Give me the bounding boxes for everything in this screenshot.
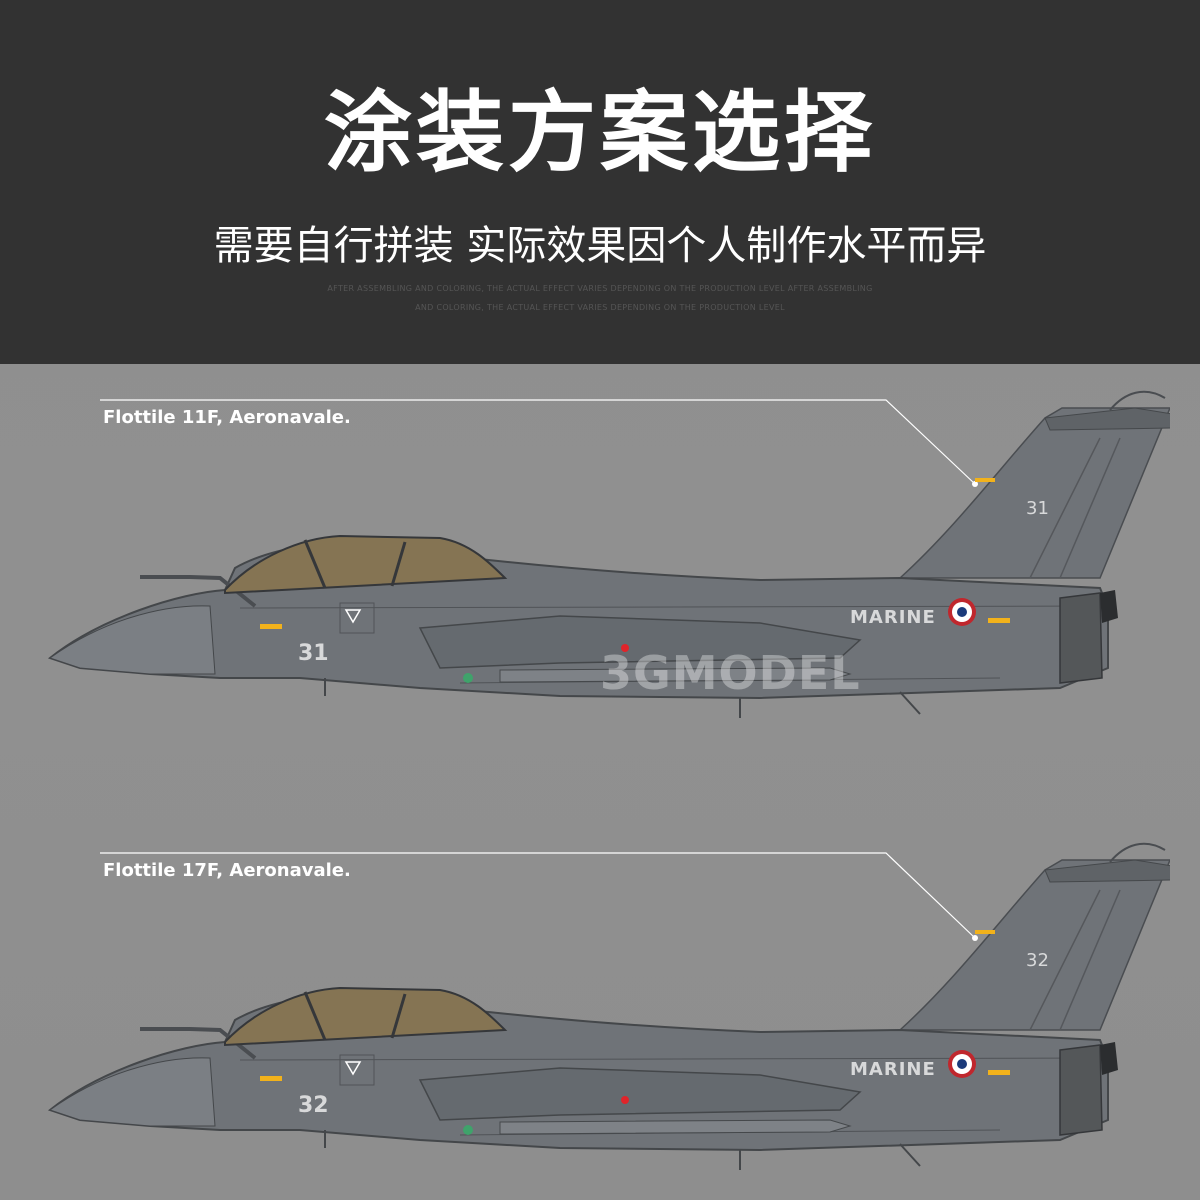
nose-number: 31 <box>298 641 329 666</box>
fin-top-antenna <box>1109 390 1166 411</box>
leader-dot-scheme-1 <box>972 481 978 487</box>
nose-cone <box>48 1057 216 1127</box>
fin-top-antenna <box>1109 842 1166 863</box>
header-banner: 涂装方案选择 需要自行拼装 实际效果因个人制作水平而异 AFTER ASSEMB… <box>0 0 1200 364</box>
aircraft-profile-scheme-2: 32 32 MARINE <box>47 842 1170 1170</box>
missile <box>499 1119 852 1135</box>
tail-stencil-yellow <box>988 1070 1010 1075</box>
canopy <box>224 986 508 1047</box>
missile <box>499 667 852 683</box>
leader-line-scheme-1 <box>100 399 976 485</box>
fin-stencil-yellow <box>975 930 995 934</box>
nose-cone <box>48 605 216 675</box>
tail-fin <box>898 859 1170 1031</box>
nose-stencil-yellow <box>260 1076 282 1081</box>
watermark: 3GMODEL <box>600 646 861 700</box>
air-intake <box>418 1067 862 1121</box>
fine-print-line-2: AND COLORING, THE ACTUAL EFFECT VARIES D… <box>415 303 785 312</box>
fin-cap <box>1044 407 1170 431</box>
engine-nozzle <box>1059 592 1103 684</box>
page-title: 涂装方案选择 <box>323 81 876 184</box>
nose-stencil-yellow <box>260 624 282 629</box>
scheme-label-1: Flottile 11F, Aeronavale. <box>103 407 351 428</box>
page-subtitle: 需要自行拼装 实际效果因个人制作水平而异 <box>213 223 987 269</box>
marine-marking: MARINE <box>850 607 936 628</box>
leader-dot-scheme-2 <box>972 935 978 941</box>
fine-print-line-1: AFTER ASSEMBLING AND COLORING, THE ACTUA… <box>327 284 873 293</box>
scheme-label-2: Flottile 17F, Aeronavale. <box>103 860 351 881</box>
leader-line-scheme-2 <box>100 852 976 939</box>
fin-stencil-yellow <box>975 478 995 482</box>
roundel-icon <box>948 598 976 626</box>
tail-number: 32 <box>1026 950 1049 971</box>
air-intake <box>418 615 862 669</box>
tail-number: 31 <box>1026 498 1049 519</box>
nose-number: 32 <box>298 1093 329 1118</box>
canopy <box>224 534 508 595</box>
tail-fin <box>898 407 1170 579</box>
engine-nozzle <box>1059 1044 1103 1136</box>
marine-marking: MARINE <box>850 1059 936 1080</box>
aircraft-profile-scheme-1: 31 31 MARINE <box>47 390 1170 718</box>
tail-stencil-yellow <box>988 618 1010 623</box>
roundel-icon <box>948 1050 976 1078</box>
fin-cap <box>1044 859 1170 883</box>
